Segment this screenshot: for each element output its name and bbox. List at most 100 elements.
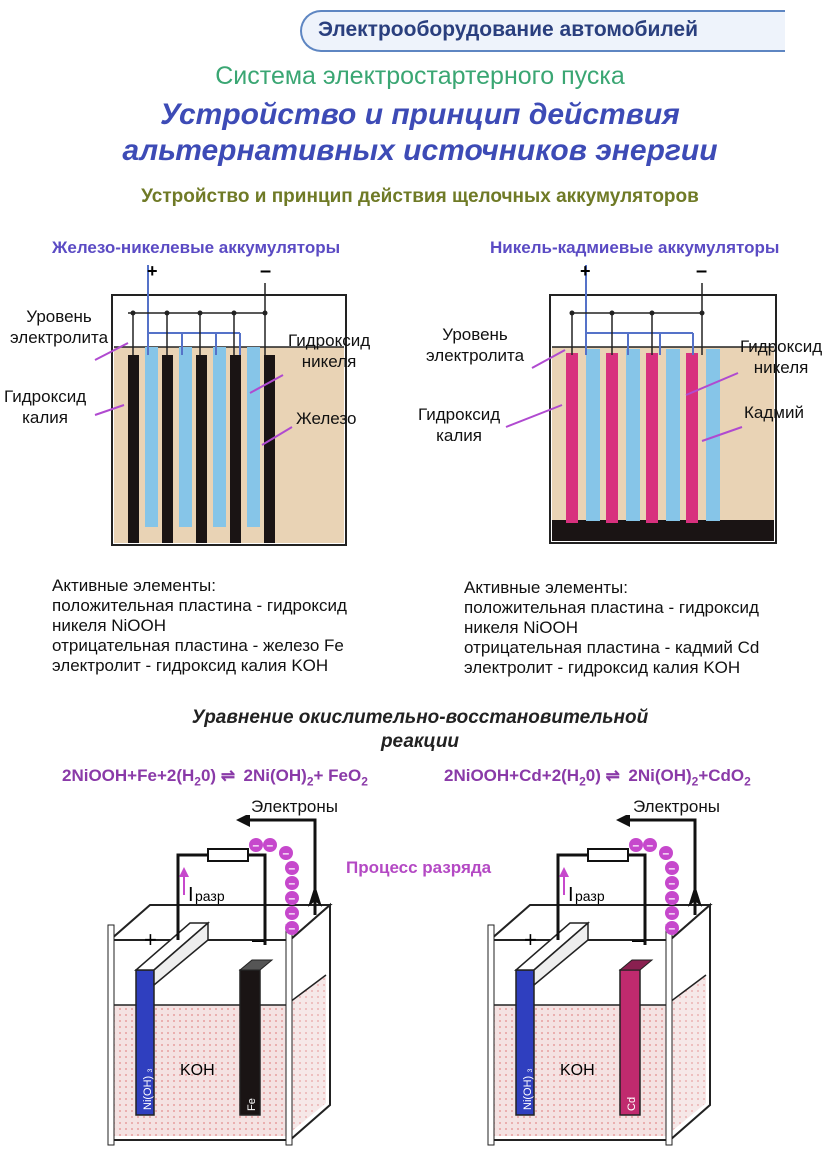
topic-title: Электрооборудование автомобилей xyxy=(318,18,699,41)
electron-icon xyxy=(285,921,299,935)
junction-dot xyxy=(231,310,237,316)
electron-icon xyxy=(279,846,293,860)
cadmium-plate xyxy=(566,353,578,523)
iron-plate xyxy=(230,355,241,543)
electron-icon xyxy=(285,906,299,920)
nickel-plate xyxy=(666,349,680,521)
junction-dot xyxy=(699,310,705,316)
electron-icon xyxy=(665,921,679,935)
pointer-level xyxy=(531,349,566,369)
right-column-title: Никель-кадмиевые аккумуляторы xyxy=(490,238,780,257)
minus-terminal: – xyxy=(260,260,271,282)
left-equation: 2NiOOH+Fe+2(H20) ⇌ 2Ni(OH)2+ FeO2 xyxy=(62,766,368,789)
pointer-koh xyxy=(94,404,125,416)
wire-negative xyxy=(628,853,647,945)
busbars xyxy=(128,265,268,355)
left-electrons-label: Электроны xyxy=(251,797,338,816)
current-subscript: разр xyxy=(575,888,605,904)
junction-dot xyxy=(569,310,575,316)
resistor xyxy=(207,848,249,862)
equilibrium-arrows-icon: ⇌ xyxy=(605,766,620,785)
negative-plate xyxy=(619,969,641,1116)
electron-sign: – xyxy=(289,921,296,935)
electron-sign: – xyxy=(289,876,296,890)
label-iron: Железо xyxy=(296,409,357,428)
nickel-plate xyxy=(586,349,600,521)
busbars xyxy=(569,265,705,355)
cell-minus-sign: – xyxy=(632,927,645,952)
iron-nickel-cell-diagram: I разр + – KOH Ni(OH) ₃ Fe –––––––– xyxy=(107,815,333,1146)
left-active-elements: Активные элементы:положительная пластина… xyxy=(52,576,347,675)
pointer-nickel xyxy=(249,374,284,394)
arrow-head xyxy=(616,815,630,827)
electron-sign: – xyxy=(253,838,260,852)
wire-positive xyxy=(556,853,588,940)
right-active-elements: Активные элементы:положительная пластина… xyxy=(464,578,760,677)
nickel-plate xyxy=(626,349,640,521)
electron-sign: – xyxy=(669,891,676,905)
electron-sign: – xyxy=(289,861,296,875)
reaction-title-line-1: Уравнение окислительно-восстановительной xyxy=(191,707,649,728)
nickel-plate xyxy=(213,347,226,527)
electron-sign: – xyxy=(669,876,676,890)
page-title-line-1: Устройство и принцип действия xyxy=(160,98,680,131)
electron-icon xyxy=(665,906,679,920)
electron-icon xyxy=(665,861,679,875)
junction-dot xyxy=(649,310,655,316)
plus-terminal: + xyxy=(580,261,591,281)
junction-dot xyxy=(164,310,170,316)
iron-plate xyxy=(264,355,275,543)
equilibrium-arrows-icon: ⇌ xyxy=(220,766,236,785)
nickel-plate xyxy=(706,349,720,521)
subtitle: Система электростартерного пуска xyxy=(215,62,625,90)
electron-sign: – xyxy=(267,838,274,852)
pointer-nickel xyxy=(685,372,739,396)
electron-icon xyxy=(665,891,679,905)
pointer-iron xyxy=(261,426,293,446)
electron-icon xyxy=(643,838,657,852)
cell-plus-sign: + xyxy=(524,927,537,952)
right-equation: 2NiOOH+Cd+2(H20) ⇌ 2Ni(OH)2+CdO2 xyxy=(444,766,751,789)
junction-dot xyxy=(130,310,136,316)
nickel-plate xyxy=(145,347,158,527)
negative-plate-label: Fe xyxy=(246,1098,258,1111)
header-banner xyxy=(300,10,785,52)
iron-plate xyxy=(162,355,173,543)
electron-sign: – xyxy=(663,846,670,860)
electron-icon xyxy=(263,838,277,852)
bottom-plate xyxy=(552,520,774,541)
right-electrons-label: Электроны xyxy=(633,797,720,816)
arrow-head xyxy=(236,815,250,827)
junction-dot xyxy=(262,310,268,316)
electron-chain: –––––––– xyxy=(629,838,679,935)
iron-plate xyxy=(128,355,139,543)
electron-chain: –––––––– xyxy=(249,838,299,935)
electron-sign: – xyxy=(633,838,640,852)
discharge-label: Процесс разряда xyxy=(346,858,492,877)
nickel-cadmium-cell-diagram: I разр + – KOH Ni(OH) ₃ Cd –––––––– xyxy=(487,815,713,1146)
electron-icon xyxy=(659,846,673,860)
electron-icon xyxy=(665,876,679,890)
electrolyte-label: KOH xyxy=(560,1062,595,1079)
cadmium-plate xyxy=(646,353,658,523)
electron-sign: – xyxy=(289,891,296,905)
pointer-level xyxy=(94,342,129,361)
plus-terminal: + xyxy=(147,261,158,281)
pointer-cadmium xyxy=(701,426,743,442)
current-symbol: I xyxy=(188,884,194,906)
cell-minus-sign: – xyxy=(252,927,265,952)
electron-sign: – xyxy=(669,906,676,920)
reaction-title-line-2: реакции xyxy=(380,731,460,752)
junction-dot xyxy=(609,310,615,316)
current-subscript: разр xyxy=(195,888,225,904)
electron-sign: – xyxy=(283,846,290,860)
iron-nickel-battery-diagram: + – xyxy=(94,260,347,546)
minus-terminal: – xyxy=(696,260,707,282)
electron-icon xyxy=(285,891,299,905)
electron-icon xyxy=(285,876,299,890)
negative-plate xyxy=(239,969,261,1116)
